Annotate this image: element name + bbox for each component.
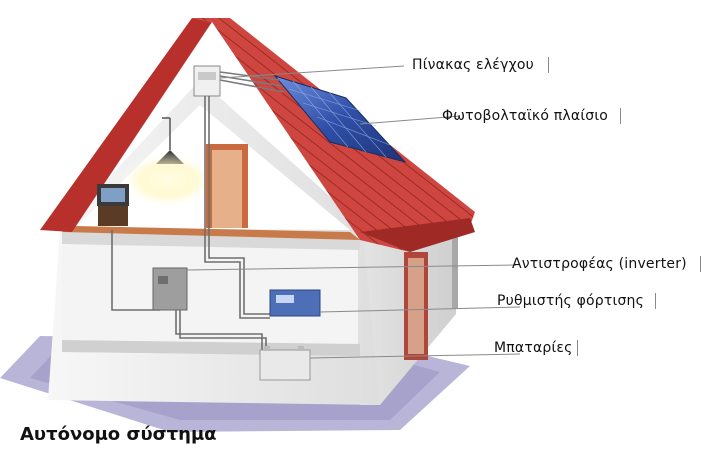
- label-pv-panel: Φωτοβολταϊκό πλαίσιο: [442, 108, 609, 124]
- tick-inverter: [700, 256, 701, 272]
- pv-panel: [273, 75, 407, 163]
- leader-control-panel: [219, 65, 405, 79]
- label-batteries: Μπαταρίες: [494, 340, 573, 356]
- tick-control-panel: [548, 57, 549, 73]
- control-panel-box: [193, 65, 221, 97]
- leader-batteries: [309, 353, 521, 359]
- roof-shade: [360, 218, 475, 252]
- leader-pv-panel: [359, 115, 461, 125]
- roof-front-edge: [40, 18, 212, 232]
- tick-charge-regulator: [655, 293, 656, 309]
- inverter-box: [152, 267, 188, 311]
- lamp-glow: [120, 152, 216, 208]
- downpipe: [452, 232, 458, 308]
- floor-slab: [62, 232, 360, 250]
- leader-charge-regulator: [319, 306, 521, 313]
- tick-pv-panel: [620, 108, 621, 124]
- label-inverter: Αντιστροφέας (inverter): [512, 256, 687, 272]
- label-control-panel: Πίνακας ελέγχου: [412, 57, 534, 73]
- floor-top: [62, 226, 360, 240]
- diagram-title: Αυτόνομο σύστημα: [20, 424, 217, 445]
- label-charge-regulator: Ρυθμιστής φόρτισης: [497, 293, 645, 309]
- tick-batteries: [577, 340, 578, 356]
- battery-box: [259, 349, 311, 381]
- leader-inverter: [186, 264, 517, 271]
- tv-stand: [98, 204, 128, 226]
